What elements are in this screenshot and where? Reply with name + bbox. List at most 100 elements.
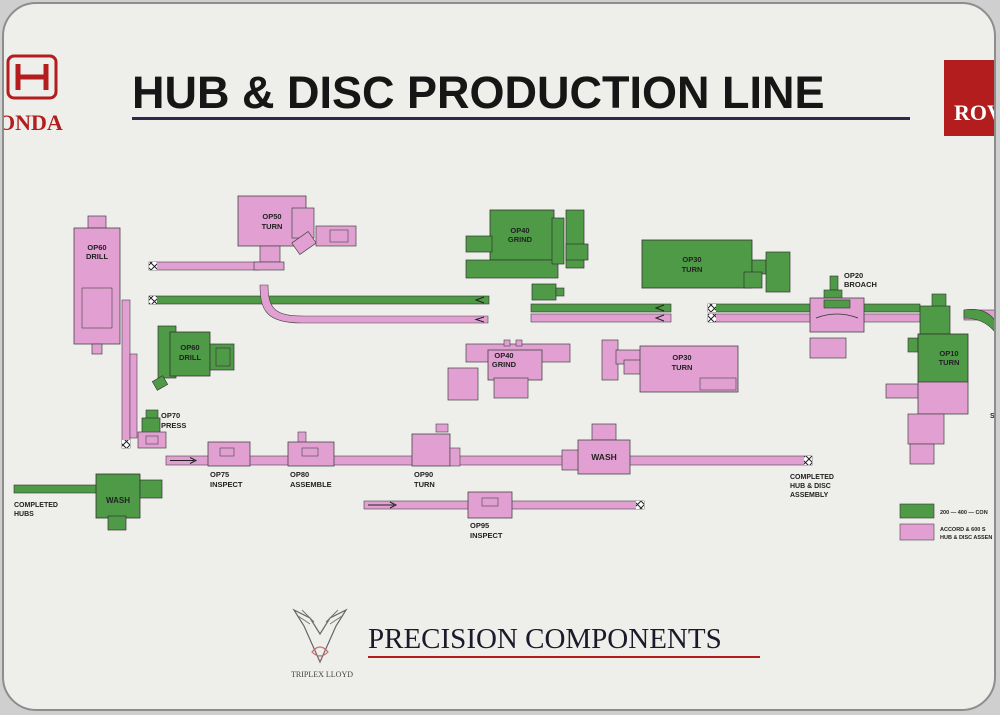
op10-turn: OP10 TURN S [885, 293, 994, 465]
machine-body [487, 349, 543, 381]
station-code: OP60 [180, 343, 199, 352]
machine-part [81, 287, 113, 329]
machine-part [107, 515, 127, 531]
op80-assemble: OP80 ASSEMBLE [287, 431, 335, 489]
flow-arrow [474, 296, 485, 304]
wash-station-assembly: WASH [561, 423, 631, 475]
page-title: HUB & DISC PRODUCTION LINE [132, 67, 825, 118]
machine-body [467, 491, 513, 519]
machine-part [601, 339, 619, 381]
station-name: TURN [682, 265, 703, 274]
station-code: OP50 [262, 212, 281, 221]
flow-arrow [654, 304, 665, 322]
machine-part [253, 261, 285, 271]
machine-body [577, 439, 631, 475]
conveyor-green-upper [148, 295, 490, 305]
conveyor-lines [13, 261, 994, 510]
station-name: TURN [672, 363, 693, 372]
machine-part [139, 479, 163, 499]
station-name: TURN [262, 222, 283, 231]
machine-part [907, 413, 945, 445]
machine-part [141, 417, 161, 435]
machine-body [137, 431, 167, 449]
station-code: OP40 [510, 226, 529, 235]
conveyor-end-marker [122, 440, 130, 448]
op50-turn: OP50 TURN [237, 195, 357, 271]
honda-wordmark: ONDA [4, 110, 63, 135]
machine-part [259, 245, 281, 263]
legend-swatch-pink [899, 523, 935, 541]
station-code: OP20 [844, 271, 863, 280]
eagle-wing-lines [297, 609, 343, 625]
honda-h-mark [15, 64, 49, 90]
machine-part [815, 313, 859, 319]
machine-part [907, 337, 919, 353]
machine-body [169, 331, 211, 377]
rover-wordmark: ROV [954, 100, 996, 125]
machine-part [503, 339, 511, 347]
station-name: DRILL [86, 252, 108, 261]
machine-part [823, 299, 851, 309]
conveyor-green-to-op10 [863, 303, 921, 313]
station-name: DRILL [179, 353, 201, 362]
machine-body [287, 441, 335, 467]
completed-hubs-label: COMPLETED HUBS [14, 502, 58, 518]
conveyor-op50-feed [148, 261, 260, 271]
conveyor-pink-curve [259, 284, 489, 324]
station-name: TURN [939, 358, 960, 367]
station-name: TURN [414, 480, 435, 489]
conveyor-pink-right [707, 313, 811, 323]
machine-body [207, 441, 251, 467]
brand-name: PRECISION COMPONENTS [368, 623, 722, 655]
machine-part [87, 215, 107, 229]
station-name: INSPECT [210, 480, 243, 489]
machine-part [829, 275, 839, 291]
machine-part [151, 375, 169, 391]
flow-arrow [474, 316, 485, 323]
machine-part [291, 231, 317, 255]
sub-brand: TRIPLEX LLOYD [291, 670, 353, 679]
machine-part [465, 259, 559, 279]
op30-turn-lower: OP30 TURN [601, 339, 739, 393]
brand-underline [368, 656, 760, 658]
triplex-lloyd-logo: TRIPLEX LLOYD [291, 608, 353, 679]
machine-body [411, 433, 451, 467]
honda-logo: ONDA [4, 54, 63, 135]
title-underline [132, 117, 910, 120]
station-code: OP10 [939, 349, 958, 358]
conveyor-end-marker [804, 456, 812, 465]
machine-part [465, 235, 493, 253]
machine-part [481, 497, 499, 507]
station-name: GRIND [492, 360, 517, 369]
machine-part [823, 289, 843, 299]
station-code: OP60 [87, 243, 106, 252]
conveyor-end-marker [708, 304, 716, 312]
conveyor-end-marker [149, 262, 157, 270]
station-name: WASH [591, 452, 617, 462]
machine-body [489, 209, 555, 261]
label-line: ASSEMBLY [790, 492, 829, 499]
label-line: HUB & DISC [790, 483, 831, 490]
conveyor-end-marker [708, 314, 716, 322]
machine-part [329, 229, 349, 243]
station-code: OP75 [210, 470, 229, 479]
machine-part [449, 447, 461, 467]
rover-logo: ROV [944, 60, 996, 136]
op60-drill-upper: OP60 DRILL [73, 215, 121, 355]
station-name: WASH [106, 496, 130, 505]
machine-part [919, 305, 951, 335]
conveyor-assembly-main [165, 455, 813, 466]
op90-turn: OP90 TURN [411, 423, 461, 489]
station-name: INSPECT [470, 531, 503, 540]
station-code: OP30 [672, 353, 691, 362]
op20-broach: OP20 BROACH [809, 271, 877, 359]
production-line-diagram: ONDA HUB & DISC PRODUCTION LINE ROV [4, 54, 996, 679]
machine-part [743, 271, 763, 289]
op30-turn-upper: OP30 TURN [641, 239, 791, 293]
machine-part [765, 251, 791, 293]
machine-part [215, 347, 231, 367]
conveyor-vertical-left [121, 299, 131, 449]
machine-part [447, 367, 479, 401]
machine-part [909, 443, 935, 465]
machine-part [219, 447, 235, 457]
